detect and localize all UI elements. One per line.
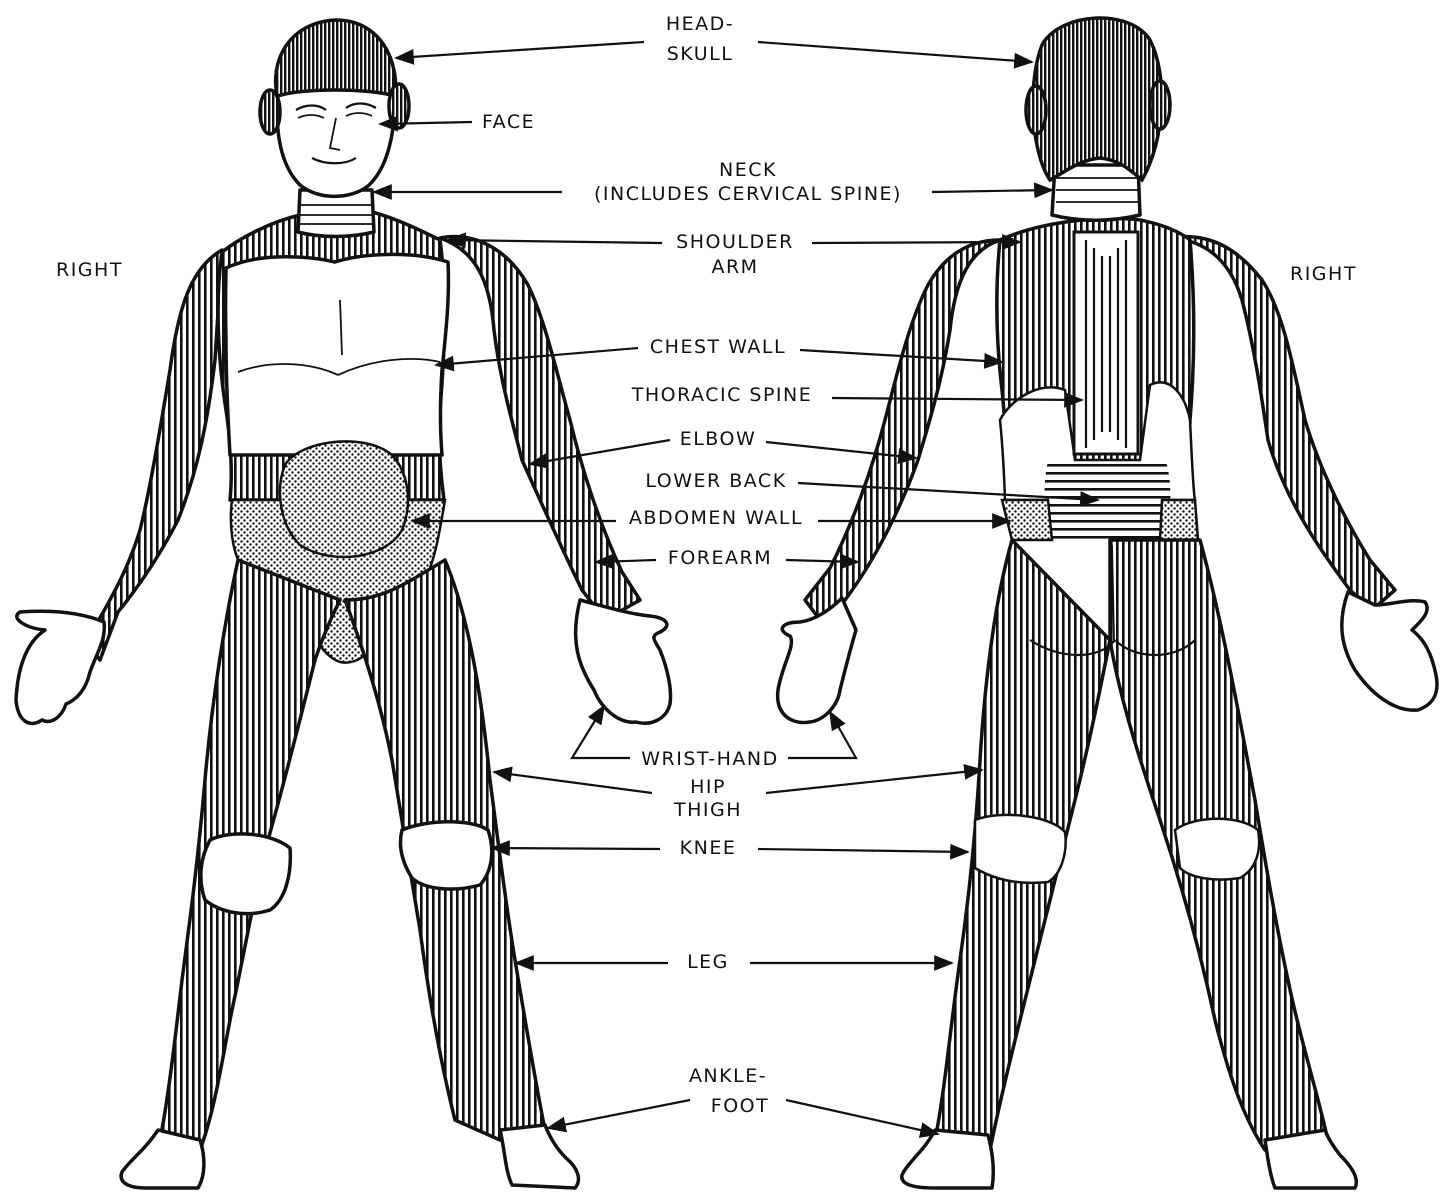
back-right-arm xyxy=(805,240,1000,620)
label-chest-wall: CHEST WALL xyxy=(650,336,786,358)
label-hip: HIP xyxy=(690,776,726,798)
label-lower-back: LOWER BACK xyxy=(645,470,786,492)
label-knee: KNEE xyxy=(680,837,737,859)
back-thoracic-spine xyxy=(1074,232,1138,454)
label-ankle: ANKLE- xyxy=(689,1065,767,1087)
front-left-knee xyxy=(400,822,491,889)
label-leg: LEG xyxy=(687,951,729,973)
back-head xyxy=(1033,18,1162,180)
front-right-foot xyxy=(121,1130,204,1188)
front-left-ear xyxy=(389,84,409,128)
label-elbow: ELBOW xyxy=(680,428,757,450)
front-right-ear xyxy=(260,90,280,134)
back-lower-back xyxy=(1044,462,1170,540)
back-left-hand xyxy=(1342,592,1437,710)
front-figure xyxy=(16,20,671,1188)
side-label-front: RIGHT xyxy=(56,259,123,281)
front-face xyxy=(277,90,394,196)
label-shoulder: SHOULDER xyxy=(676,231,794,253)
label-neck-note: (INCLUDES CERVICAL SPINE) xyxy=(594,183,902,205)
label-face: FACE xyxy=(482,111,535,133)
back-neck xyxy=(1052,165,1140,220)
front-chest xyxy=(226,254,449,455)
back-left-ear xyxy=(1026,86,1046,134)
front-left-foot xyxy=(500,1125,578,1188)
back-right-hand xyxy=(778,598,856,723)
label-neck: NECK xyxy=(719,159,777,181)
label-arm: ARM xyxy=(711,256,758,278)
back-right-foot xyxy=(902,1130,993,1188)
label-foot: FOOT xyxy=(711,1095,769,1117)
front-left-hand xyxy=(576,600,671,723)
label-forearm: FOREARM xyxy=(668,547,772,569)
back-left-foot xyxy=(1265,1130,1356,1188)
side-label-back: RIGHT xyxy=(1290,263,1357,285)
label-abdomen-wall: ABDOMEN WALL xyxy=(629,507,803,529)
label-thoracic-spine: THORACIC SPINE xyxy=(631,384,812,406)
back-right-ear xyxy=(1150,81,1170,129)
label-skull: SKULL xyxy=(667,43,734,65)
front-right-hand xyxy=(16,611,104,723)
label-thigh: THIGH xyxy=(673,799,742,821)
front-stomach xyxy=(280,441,408,557)
front-skull xyxy=(276,20,396,100)
front-right-knee xyxy=(201,834,290,914)
back-left-knee xyxy=(1175,819,1259,880)
label-wrist-hand: WRIST-HAND xyxy=(641,748,779,770)
back-right-knee xyxy=(975,815,1066,883)
label-head: HEAD- xyxy=(666,13,734,35)
front-right-arm xyxy=(76,250,222,660)
